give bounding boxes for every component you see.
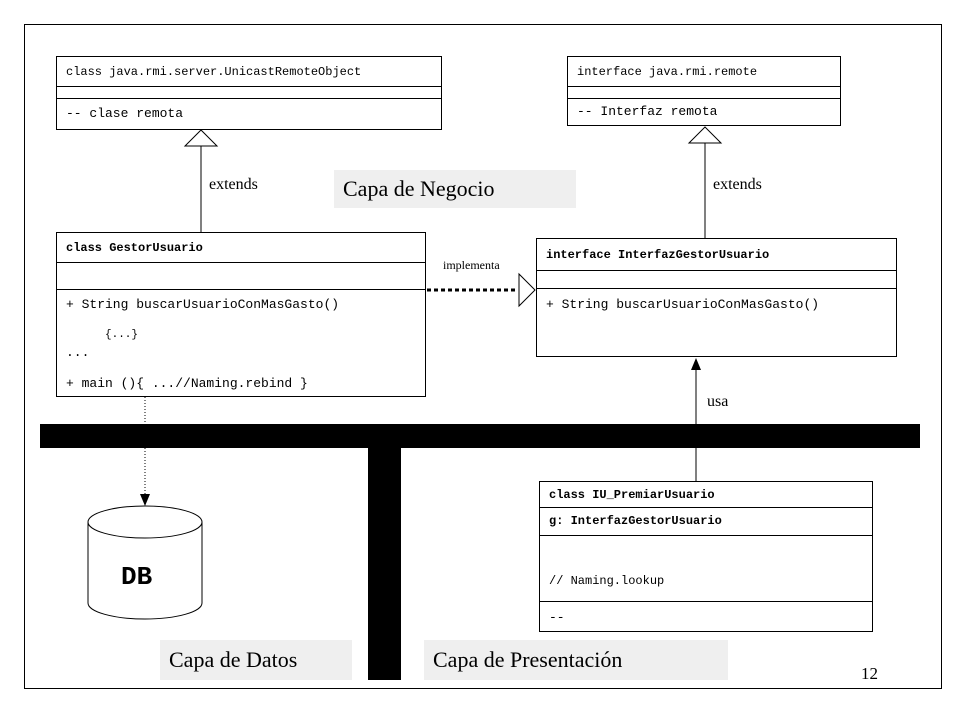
capa-datos-label: Capa de Datos <box>160 640 352 680</box>
layer-divider-vertical <box>368 448 401 680</box>
class-header: class java.rmi.server.UnicastRemoteObjec… <box>57 57 441 87</box>
interfaz-gestor-usuario-box: interface InterfazGestorUsuario + String… <box>536 238 897 357</box>
slide-frame <box>24 24 942 689</box>
method-body: {...} <box>105 329 139 341</box>
class-comment: -- clase remota <box>66 106 184 121</box>
remote-interface-box: interface java.rmi.remote -- Interfaz re… <box>567 56 841 126</box>
lookup-comment: // Naming.lookup <box>549 574 665 588</box>
extends-label-left: extends <box>209 176 258 193</box>
interface-attributes <box>568 87 840 99</box>
interface-header: interface InterfazGestorUsuario <box>537 239 896 271</box>
iu-premiar-usuario-class-box: class IU_PremiarUsuario g: InterfazGesto… <box>539 481 873 632</box>
capa-negocio-label: Capa de Negocio <box>334 170 576 208</box>
class-attributes: g: InterfazGestorUsuario <box>540 508 872 536</box>
capa-presentacion-label: Capa de Presentación <box>424 640 728 680</box>
usa-label: usa <box>707 393 729 410</box>
remote-object-class-box: class java.rmi.server.UnicastRemoteObjec… <box>56 56 442 130</box>
class-header: class GestorUsuario <box>57 233 425 263</box>
attribute: g: InterfazGestorUsuario <box>549 514 722 528</box>
class-attributes <box>57 263 425 290</box>
database-label: DB <box>121 562 153 592</box>
page-number: 12 <box>861 664 878 683</box>
interface-comment: -- Interfaz remota <box>577 104 718 119</box>
gestor-usuario-class-box: class GestorUsuario + String buscarUsuar… <box>56 232 426 397</box>
method-signature: + String buscarUsuarioConMasGasto() <box>66 297 340 312</box>
main-method: + main (){ ...//Naming.rebind } <box>66 376 308 391</box>
class-title: class java.rmi.server.UnicastRemoteObjec… <box>66 65 362 79</box>
ellipsis: ... <box>66 345 90 360</box>
interface-attributes <box>537 271 896 289</box>
method-signature: + String buscarUsuarioConMasGasto() <box>546 297 820 312</box>
layer-divider-horizontal <box>40 424 920 448</box>
interface-header: interface java.rmi.remote <box>568 57 840 87</box>
class-title: class IU_PremiarUsuario <box>549 488 715 502</box>
class-title: class GestorUsuario <box>66 241 203 255</box>
extends-label-right: extends <box>713 176 762 193</box>
operations: -- <box>549 610 565 625</box>
implementa-label: implementa <box>443 258 500 272</box>
class-attributes <box>57 87 441 99</box>
class-header: class IU_PremiarUsuario <box>540 482 872 508</box>
interface-title: interface java.rmi.remote <box>577 65 758 79</box>
class-operations-divider <box>540 601 872 602</box>
interface-title: interface InterfazGestorUsuario <box>546 248 770 262</box>
